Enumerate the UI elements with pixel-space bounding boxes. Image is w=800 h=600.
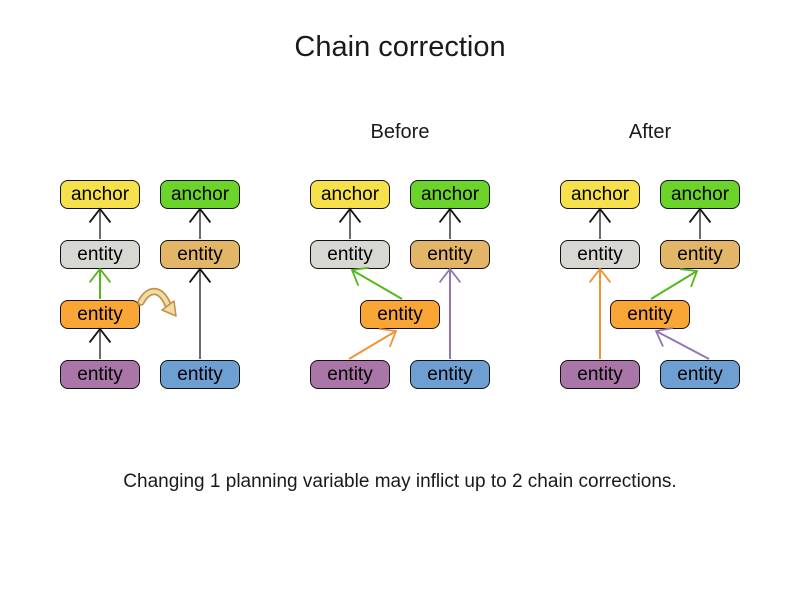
node-entity: entity	[410, 360, 490, 389]
label-after: After	[628, 121, 672, 143]
arrow	[350, 266, 403, 300]
arrow	[188, 267, 212, 359]
node-entity: entity	[560, 240, 640, 269]
node-entity: entity	[60, 360, 140, 389]
page-title: Chain correction	[294, 31, 506, 63]
label-before: Before	[370, 121, 430, 143]
arrow	[650, 268, 699, 300]
node-entity: entity	[160, 240, 240, 269]
node-entity: entity	[310, 360, 390, 389]
node-entity: entity	[660, 240, 740, 269]
node-entity: entity	[560, 360, 640, 389]
arrow	[438, 267, 462, 359]
node-anchor: anchor	[60, 180, 140, 209]
arrow	[348, 328, 398, 360]
arrow	[88, 327, 112, 359]
node-anchor: anchor	[660, 180, 740, 209]
node-entity: entity	[310, 240, 390, 269]
node-entity: entity	[410, 240, 490, 269]
node-anchor: anchor	[160, 180, 240, 209]
arrow	[588, 267, 612, 359]
node-entity: entity	[60, 300, 140, 329]
node-entity: entity	[60, 240, 140, 269]
caption: Changing 1 planning variable may inflict…	[123, 471, 677, 492]
node-entity: entity	[660, 360, 740, 389]
node-anchor: anchor	[310, 180, 390, 209]
node-anchor: anchor	[410, 180, 490, 209]
node-entity: entity	[610, 300, 690, 329]
arrow	[654, 327, 710, 360]
node-anchor: anchor	[560, 180, 640, 209]
arrow	[338, 207, 362, 239]
arrow	[588, 207, 612, 239]
arrow	[88, 267, 112, 299]
move-arrow	[137, 287, 177, 317]
node-entity: entity	[360, 300, 440, 329]
arrow	[688, 207, 712, 239]
arrow	[88, 207, 112, 239]
arrow	[438, 207, 462, 239]
arrow	[188, 207, 212, 239]
node-entity: entity	[160, 360, 240, 389]
